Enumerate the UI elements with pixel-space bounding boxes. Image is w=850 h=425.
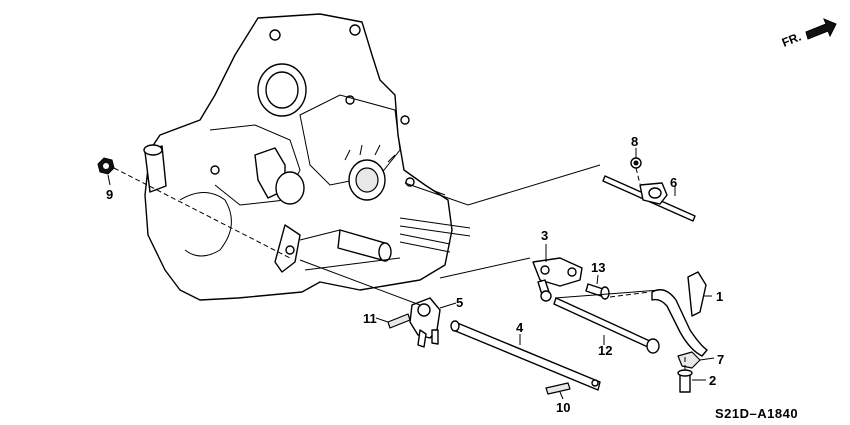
callout-2: 2 — [709, 373, 716, 388]
callout-9: 9 — [106, 187, 113, 202]
callout-3: 3 — [541, 228, 548, 243]
part-12-rod — [540, 290, 660, 354]
part-6-shift-rod — [602, 175, 696, 222]
part-11-pin — [387, 313, 411, 329]
part-13-bolt — [585, 283, 610, 300]
part-4-shaft — [450, 320, 601, 391]
callout-12: 12 — [598, 343, 612, 358]
callout-13: 13 — [591, 260, 605, 275]
part-2-bolt — [677, 369, 693, 393]
diagram-code: S21D–A1840 — [715, 406, 798, 421]
part-10-pin — [545, 382, 571, 395]
callout-8: 8 — [631, 134, 638, 149]
callout-4: 4 — [516, 320, 524, 335]
part-9-nut — [97, 157, 115, 175]
front-direction-indicator: FR. — [780, 18, 837, 50]
front-arrow-icon — [805, 18, 837, 40]
callout-1: 1 — [716, 289, 723, 304]
part-3-bracket — [532, 257, 583, 299]
callout-7: 7 — [717, 352, 724, 367]
transmission-housing — [143, 13, 471, 301]
leader-lines — [107, 148, 715, 400]
callout-6: 6 — [670, 175, 677, 190]
part-1-shift-fork — [651, 271, 708, 357]
front-label: FR. — [780, 30, 803, 50]
callout-numbers: 1 2 3 4 5 6 7 8 9 10 11 12 13 — [106, 134, 724, 415]
callout-5: 5 — [456, 295, 463, 310]
callout-10: 10 — [556, 400, 570, 415]
part-7-clip — [677, 351, 701, 369]
part-5-arm — [409, 297, 441, 348]
part-8-washer — [630, 157, 642, 169]
callout-11: 11 — [363, 311, 377, 326]
